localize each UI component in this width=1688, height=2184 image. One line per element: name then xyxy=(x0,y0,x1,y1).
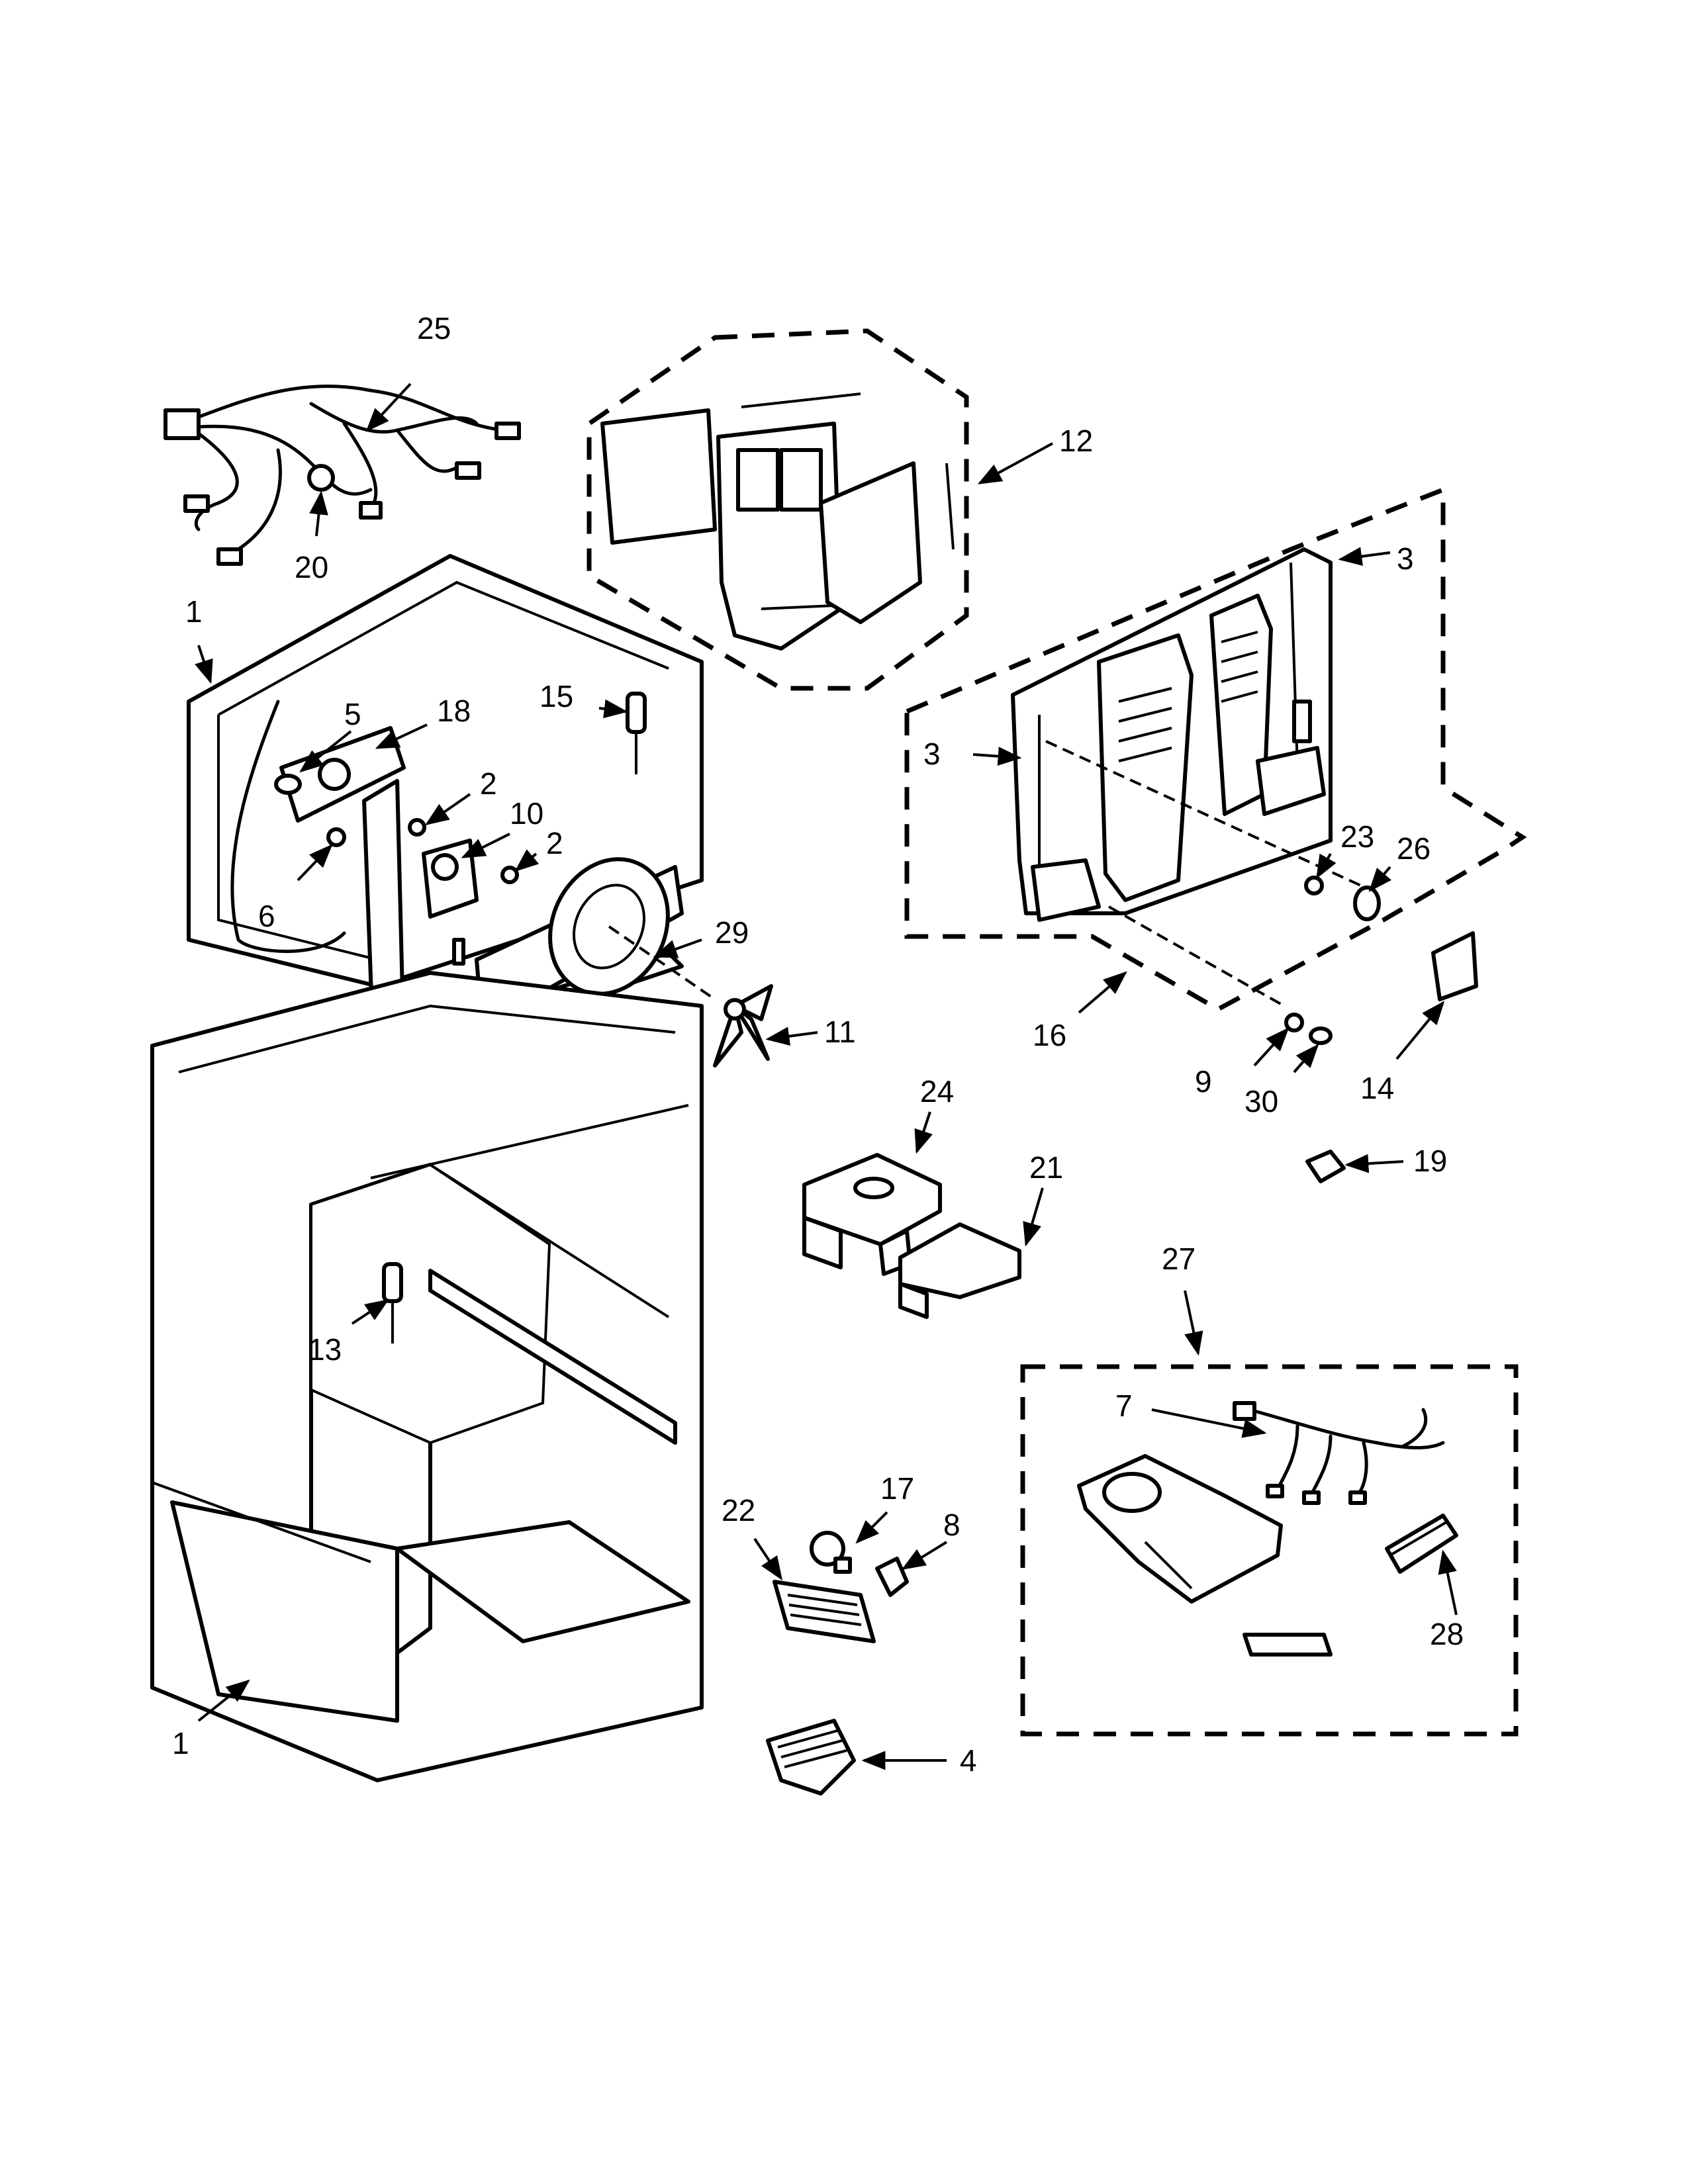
callout-18: 18 xyxy=(437,694,471,728)
callout-27: 27 xyxy=(1162,1242,1196,1276)
callout-29: 29 xyxy=(715,915,749,950)
callout-13: 13 xyxy=(308,1332,342,1367)
callout-22: 22 xyxy=(722,1493,755,1527)
vent-part-4[interactable] xyxy=(766,1719,856,1796)
evaporator-cover-part-16[interactable] xyxy=(904,486,1527,1013)
callout-21: 21 xyxy=(1029,1150,1063,1185)
screw-part-6[interactable] xyxy=(326,827,346,847)
screw-part-2a[interactable] xyxy=(408,818,426,837)
callout-labels: 25 20 12 3 3 1 5 18 15 2 10 2 6 29 11 23… xyxy=(172,311,1464,1778)
callout-25: 25 xyxy=(417,311,451,345)
fan-shroud-part-29[interactable] xyxy=(475,840,716,1013)
callout-2a: 2 xyxy=(480,766,497,801)
callout-6: 6 xyxy=(258,899,275,933)
thermistor-part-13[interactable] xyxy=(382,1262,403,1343)
fresh-food-liner-part-1[interactable] xyxy=(150,971,704,1782)
callout-7: 7 xyxy=(1115,1388,1133,1423)
switch-part-19[interactable] xyxy=(1305,1150,1346,1183)
callout-4: 4 xyxy=(960,1743,977,1778)
ice-maker-kit-part-27[interactable] xyxy=(1020,1364,1519,1737)
callout-11: 11 xyxy=(824,1015,856,1049)
callout-1-bottom: 1 xyxy=(172,1726,189,1760)
leader-lines xyxy=(195,383,1458,1770)
callout-19: 19 xyxy=(1413,1144,1447,1178)
callout-10: 10 xyxy=(510,796,543,831)
callout-16: 16 xyxy=(1033,1018,1066,1052)
light-housing-part-22[interactable] xyxy=(773,1580,876,1643)
instruction-card xyxy=(1243,1633,1333,1657)
callout-9: 9 xyxy=(1195,1064,1212,1099)
knob-part-26[interactable] xyxy=(1353,886,1381,921)
fan-blade-part-11[interactable] xyxy=(713,984,773,1068)
callout-12: 12 xyxy=(1059,424,1093,458)
bracket-part-21[interactable] xyxy=(898,1222,1021,1319)
housing-part-24[interactable] xyxy=(802,1153,942,1276)
callout-24: 24 xyxy=(920,1074,954,1109)
callout-30: 30 xyxy=(1244,1084,1278,1118)
cap-part-30[interactable] xyxy=(1309,1026,1333,1045)
socket-part-8[interactable] xyxy=(875,1557,909,1597)
callout-1-top: 1 xyxy=(185,594,203,629)
air-duct-assembly-part-12[interactable] xyxy=(586,328,969,691)
light-bulb-part-17[interactable] xyxy=(810,1531,852,1574)
knob-part-5[interactable] xyxy=(274,774,302,795)
control-module-part-28[interactable] xyxy=(1385,1514,1458,1574)
callout-28: 28 xyxy=(1430,1617,1464,1651)
wire-harness-part-7[interactable] xyxy=(1233,1401,1445,1505)
callout-17: 17 xyxy=(880,1471,914,1506)
control-bracket-part-18[interactable] xyxy=(279,726,406,823)
screw-part-9[interactable] xyxy=(1284,1013,1304,1032)
callout-5: 5 xyxy=(344,697,361,731)
ice-maker-housing[interactable] xyxy=(1077,1454,1283,1604)
callout-23: 23 xyxy=(1340,819,1374,854)
callout-3a: 3 xyxy=(1397,541,1414,576)
wiring-harness-part-25[interactable] xyxy=(164,385,521,566)
callout-8: 8 xyxy=(943,1508,961,1542)
cover-part-14[interactable] xyxy=(1431,931,1478,1001)
callout-2b: 2 xyxy=(546,826,563,860)
callout-26: 26 xyxy=(1397,831,1430,866)
callout-3b: 3 xyxy=(923,737,941,771)
damper-motor-part-10[interactable] xyxy=(422,839,479,966)
clip-part-23[interactable] xyxy=(1304,876,1324,895)
callout-20: 20 xyxy=(295,550,328,584)
screw-part-2b[interactable] xyxy=(500,866,519,884)
callout-14: 14 xyxy=(1360,1071,1394,1105)
callout-15: 15 xyxy=(539,679,573,713)
